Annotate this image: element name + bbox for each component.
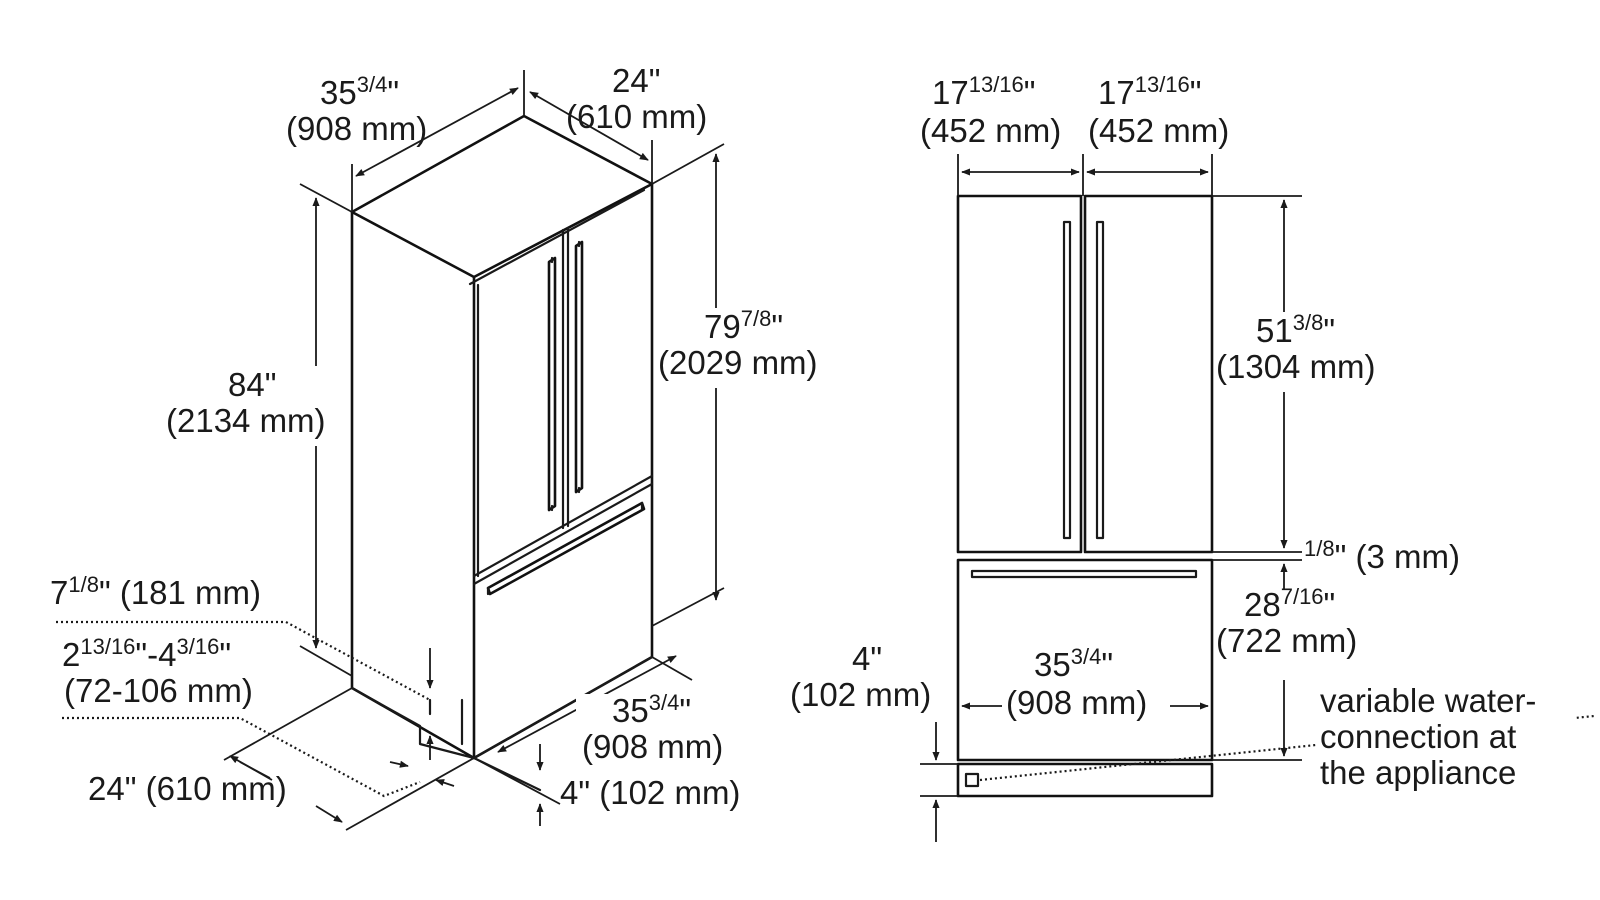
- dim-door-gap: 1/8" (3 mm): [1280, 536, 1460, 590]
- front-drawer: [956, 558, 1214, 762]
- dim-left-door-width: 1713/16" (452 mm): [920, 72, 1084, 196]
- dim-top-depth: 24" (610 mm): [529, 62, 707, 184]
- dim-toe-kick-height: 4" (102 mm): [473, 744, 740, 826]
- toe-kick-depth-label: 71/8" (181 mm): [50, 572, 261, 611]
- left-door-width-mm: (452 mm): [920, 112, 1061, 149]
- dim-cabinet-height: 797/8" (2029 mm): [651, 143, 834, 627]
- plinth-small-arrows: [389, 648, 455, 787]
- base-width-mm: (908 mm): [582, 728, 723, 765]
- top-depth-inch: 24": [612, 62, 660, 99]
- top-width-mm: (908 mm): [286, 110, 427, 147]
- base-width-inch: 353/4": [612, 690, 691, 729]
- cabinet-height-mm: (2029 mm): [658, 344, 818, 381]
- cabinet-height-inch: 797/8": [704, 306, 783, 345]
- water-connection-note: variable water- connection at the applia…: [1316, 680, 1576, 796]
- iso-cabinet: [350, 114, 654, 792]
- water-note-line-1: variable water-: [1320, 682, 1536, 719]
- dim-door-height: 513/8" (1304 mm): [1212, 195, 1402, 561]
- drawer-height-inch: 287/16": [1244, 584, 1335, 623]
- base-depth-text: 24" (610 mm): [88, 770, 287, 807]
- front-view: 1713/16" (452 mm) 1713/16" (452 mm) 513/…: [790, 72, 1595, 842]
- door-height-inch: 513/8": [1256, 310, 1335, 349]
- total-width-mm: (908 mm): [1006, 684, 1147, 721]
- plinth-height-mm: (102 mm): [790, 676, 931, 713]
- total-width-inch: 353/4": [1034, 644, 1113, 683]
- door-gap-label: 1/8" (3 mm): [1304, 536, 1460, 575]
- dim-base-width: 353/4" (908 mm): [497, 655, 744, 774]
- front-plinth: [956, 714, 1595, 798]
- right-door-width-inch: 1713/16": [1098, 72, 1202, 111]
- total-height-inch: 84": [228, 366, 276, 403]
- isometric-view: 353/4" (908 mm) 24" (610 mm) 84" (2134 m…: [50, 62, 834, 831]
- dim-plinth-height: 4" (102 mm): [790, 640, 958, 842]
- right-door-width-mm: (452 mm): [1088, 112, 1229, 149]
- water-note-line-3: the appliance: [1320, 754, 1516, 791]
- door-height-mm: (1304 mm): [1216, 348, 1376, 385]
- leveling-range-mm: (72-106 mm): [64, 672, 253, 709]
- dim-right-door-width: 1713/16" (452 mm): [1086, 72, 1229, 196]
- leveling-range-inch: 213/16"-43/16": [62, 634, 231, 673]
- toe-kick-height-text: 4" (102 mm): [560, 774, 740, 811]
- water-note-line-2: connection at: [1320, 718, 1516, 755]
- dim-leveling-range: 213/16"-43/16" (72-106 mm): [62, 634, 421, 798]
- total-height-mm: (2134 mm): [166, 402, 326, 439]
- dim-total-height: 84" (2134 mm): [162, 183, 353, 677]
- dim-drawer-height: 287/16" (722 mm): [1212, 584, 1357, 761]
- top-depth-mm: (610 mm): [566, 98, 707, 135]
- dim-total-width: 353/4" (908 mm): [961, 644, 1209, 721]
- front-doors: [956, 194, 1214, 554]
- dim-top-width: 353/4" (908 mm): [286, 70, 525, 212]
- dim-toe-kick-depth: 71/8" (181 mm): [50, 572, 431, 701]
- dim-base-depth: 24" (610 mm): [88, 687, 475, 831]
- top-width-inch: 353/4": [320, 72, 399, 111]
- plinth-height-inch: 4": [852, 640, 882, 677]
- drawer-height-mm: (722 mm): [1216, 622, 1357, 659]
- left-door-width-inch: 1713/16": [932, 72, 1036, 111]
